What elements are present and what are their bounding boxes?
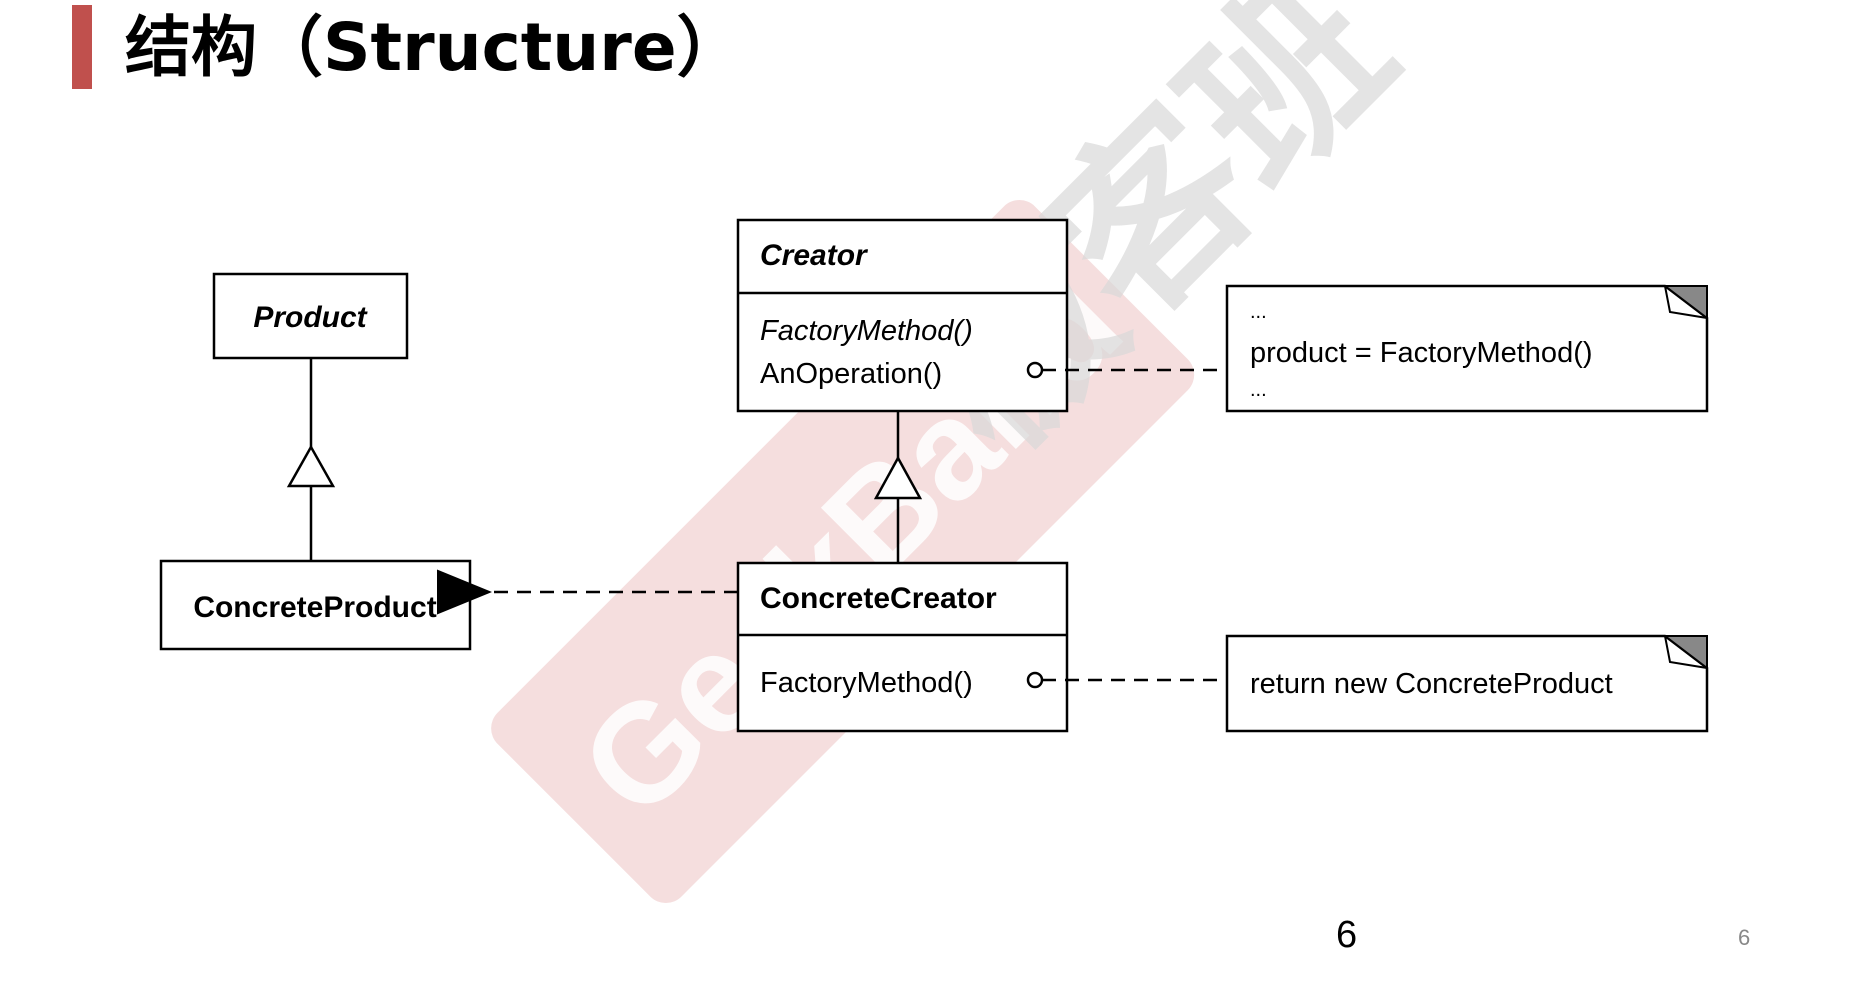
product-name: Product xyxy=(253,301,368,334)
note-bottom-line1: return new ConcreteProduct xyxy=(1250,668,1613,700)
concrete-creator-note-anchor xyxy=(1026,671,1044,689)
note-bottom: return new ConcreteProduct xyxy=(1225,634,1709,733)
inheritance-triangle-product xyxy=(286,444,336,488)
creator-op-an-operation: AnOperation() xyxy=(760,358,942,390)
slide-title: 结构（Structure） xyxy=(125,9,743,86)
class-creator: Creator FactoryMethod() AnOperation() xyxy=(736,218,1069,413)
concrete-creator-op-factory-method: FactoryMethod() xyxy=(760,667,973,699)
page-number-small: 6 xyxy=(1738,925,1751,950)
note-top-line2: product = FactoryMethod() xyxy=(1250,337,1593,369)
creator-name: Creator xyxy=(760,239,869,272)
concrete-creator-name: ConcreteCreator xyxy=(760,582,997,615)
title-accent-bar xyxy=(72,5,92,89)
class-concrete-creator: ConcreteCreator FactoryMethod() xyxy=(736,561,1069,733)
concrete-product-name: ConcreteProduct xyxy=(193,591,436,624)
inheritance-triangle-creator xyxy=(873,455,923,500)
creator-op-factory-method: FactoryMethod() xyxy=(760,315,973,347)
note-top-line3: ... xyxy=(1250,379,1267,401)
note-top-line1: ... xyxy=(1250,301,1267,323)
creator-note-anchor xyxy=(1026,361,1044,379)
class-concrete-product: ConcreteProduct xyxy=(159,559,472,651)
class-product: Product xyxy=(212,272,409,360)
page-number: 6 xyxy=(1336,914,1358,956)
note-top: ... product = FactoryMethod() ... xyxy=(1225,284,1709,413)
